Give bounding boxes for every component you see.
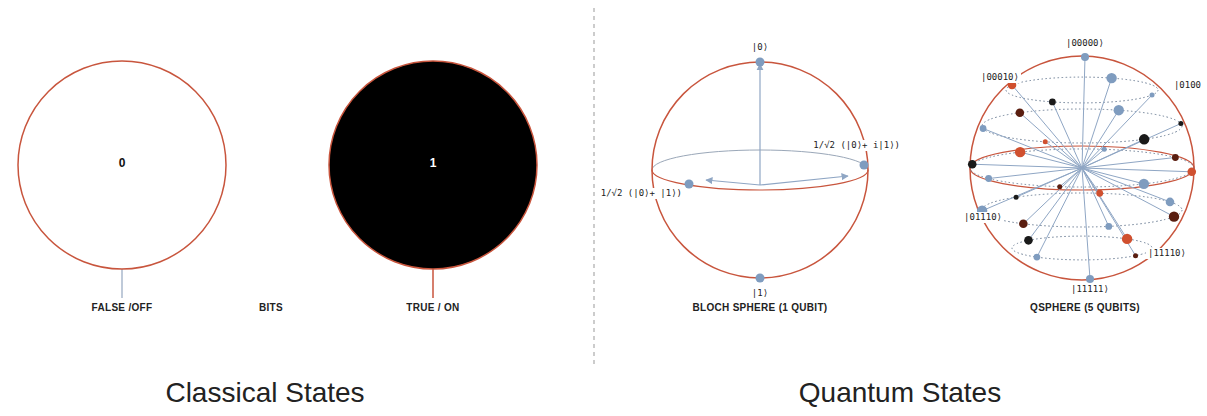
caption-label: BITS — [257, 302, 285, 314]
state-dot — [1096, 190, 1103, 197]
bit-circle: 0 — [17, 60, 227, 270]
state-dot — [1166, 198, 1175, 207]
state-ray — [989, 168, 1082, 179]
circle-shape — [18, 61, 226, 269]
state-dot — [1150, 93, 1155, 98]
caption-label: BLOCH SPHERE (1 QUBIT) — [691, 302, 830, 314]
state-dot — [1122, 234, 1132, 244]
state-ray — [1082, 95, 1152, 168]
state-ray — [1082, 168, 1127, 239]
bloch-sphere — [652, 58, 869, 283]
state-ray — [1037, 168, 1082, 257]
state-label: |0⟩ — [750, 42, 770, 53]
state-dot — [860, 161, 869, 170]
latitude-ring — [1006, 77, 1158, 103]
state-label: |1⟩ — [750, 288, 770, 299]
state-ray — [983, 128, 1082, 168]
state-ray — [1082, 124, 1181, 168]
state-dot — [1043, 139, 1048, 144]
state-dot — [985, 175, 992, 182]
state-ray — [1082, 168, 1192, 172]
state-dot — [1106, 73, 1116, 83]
state-label: 1/√2 (|0⟩+ i|1⟩) — [811, 140, 902, 151]
bit-value: 0 — [119, 156, 126, 170]
state-ray — [1045, 142, 1082, 168]
state-label: |11110⟩ — [1146, 248, 1188, 259]
state-dot — [968, 160, 977, 169]
state-ray — [1020, 152, 1082, 168]
state-dot — [756, 58, 765, 67]
section-heading: Quantum States — [797, 376, 1003, 410]
state-dot — [1057, 184, 1062, 189]
circle-shape — [329, 61, 537, 269]
caption-label: TRUE / ON — [404, 302, 461, 314]
state-dot — [1178, 121, 1183, 126]
state-ray — [1082, 57, 1085, 168]
state-dot — [1049, 99, 1056, 106]
state-dot — [1169, 211, 1179, 221]
section-heading: Classical States — [163, 376, 366, 410]
state-dot — [1015, 147, 1025, 157]
caption-label: QSPHERE (5 QUBITS) — [1028, 302, 1142, 314]
state-dot — [1187, 167, 1196, 176]
bit-value: 1 — [430, 156, 437, 170]
state-dot — [685, 180, 694, 189]
state-ray — [1082, 157, 1175, 168]
caption-label: FALSE /OFF — [90, 302, 155, 314]
state-ray — [1020, 113, 1082, 168]
sphere-outline — [652, 62, 868, 278]
state-label: |01110⟩ — [962, 212, 1004, 223]
bit-circle: 1 — [328, 60, 538, 270]
state-dot — [1114, 105, 1124, 115]
state-dot — [1139, 179, 1149, 189]
state-dot — [1086, 275, 1094, 283]
state-label: |00010⟩ — [979, 72, 1021, 83]
state-ray — [1082, 168, 1170, 202]
state-dot — [980, 125, 987, 132]
state-dot — [1102, 147, 1107, 152]
sphere-outline — [970, 56, 1194, 280]
state-dot — [756, 274, 765, 283]
state-dot — [1081, 53, 1089, 61]
state-ray — [1023, 168, 1082, 224]
axis — [760, 176, 848, 185]
divider — [594, 8, 595, 365]
state-label: |00000⟩ — [1064, 38, 1106, 49]
state-ray — [1082, 149, 1104, 168]
axis — [706, 180, 760, 185]
state-ray — [1082, 78, 1112, 168]
state-ray — [982, 168, 1082, 211]
state-label: |0100 — [1172, 80, 1203, 91]
state-ray — [1016, 168, 1082, 197]
state-ray — [972, 164, 1082, 168]
latitude-ring — [982, 109, 1182, 143]
state-label: 1/√2 (|0⟩+ |1⟩) — [599, 188, 684, 199]
state-dot — [1172, 154, 1179, 161]
state-dot — [1034, 254, 1041, 261]
state-ray — [1028, 168, 1082, 240]
state-label: |11111⟩ — [1069, 284, 1111, 295]
state-dot — [1014, 195, 1019, 200]
state-dot — [1016, 108, 1025, 117]
state-dot — [1139, 134, 1149, 144]
state-ray — [1082, 168, 1090, 279]
state-ray — [1012, 85, 1082, 168]
state-ray — [1082, 168, 1136, 256]
qsphere — [968, 53, 1196, 283]
axis — [759, 64, 760, 185]
state-dot — [1024, 236, 1033, 245]
state-ray — [1082, 168, 1174, 217]
state-dot — [1105, 223, 1112, 230]
state-dot — [1133, 253, 1138, 258]
state-dot — [1019, 219, 1028, 228]
